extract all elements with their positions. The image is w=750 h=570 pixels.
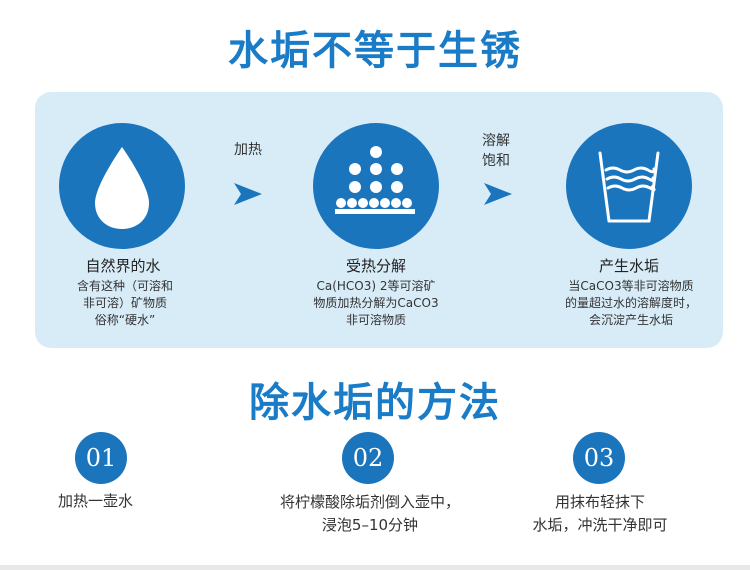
method-number-badge: 03 <box>573 432 625 484</box>
method-number-badge: 02 <box>342 432 394 484</box>
step-description-line: Ca(HCO3) 2等可溶矿 <box>316 279 436 293</box>
step-description-line: 当CaCO3等非可溶物质 <box>568 279 694 293</box>
method-text-line: 用抹布轻抹下 <box>554 493 645 511</box>
step-description-line: 会沉淀产生水垢 <box>588 313 673 327</box>
step-description-line: 非可溶）矿物质 <box>82 296 167 310</box>
step-description: Ca(HCO3) 2等可溶矿 物质加热分解为CaCO3 非可溶物质 <box>306 278 446 329</box>
step-title: 自然界的水 <box>85 257 161 275</box>
method-text-line: 加热一壶水 <box>58 492 134 510</box>
arrow-right-icon <box>484 183 512 205</box>
bottom-divider <box>0 565 750 570</box>
water-drop-circle <box>59 123 185 249</box>
method-text-line: 水垢，冲洗干净即可 <box>532 516 668 534</box>
glass-circle <box>566 123 692 249</box>
step-description-line: 的量超过水的溶解度时， <box>564 296 697 310</box>
glass-water-icon <box>598 151 660 223</box>
step-description-line: 物质加热分解为CaCO3 <box>313 296 439 310</box>
method-text-line: 浸泡5–10分钟 <box>321 516 419 534</box>
arrow-heat-label: 加热 <box>234 142 262 158</box>
method-number-badge: 01 <box>75 432 127 484</box>
method-text: 将柠檬酸除垢剂倒入壶中， 浸泡5–10分钟 <box>250 491 490 537</box>
arrow-dissolve-label: 溶解 饱和 <box>474 131 518 171</box>
section-title: 除水垢的方法 <box>249 380 501 426</box>
method-text-line: 将柠檬酸除垢剂倒入壶中， <box>279 493 460 511</box>
dots-heat-icon <box>335 146 415 214</box>
step-title: 产生水垢 <box>598 257 659 275</box>
method-text: 用抹布轻抹下 水垢，冲洗干净即可 <box>520 491 680 537</box>
method-text: 加热一壶水 <box>58 490 146 513</box>
arrow-dissolve-label-line1: 溶解 <box>482 133 510 149</box>
step-description: 当CaCO3等非可溶物质 的量超过水的溶解度时， 会沉淀产生水垢 <box>556 278 706 329</box>
arrow-right-icon <box>234 183 262 205</box>
dots-circle <box>313 123 439 249</box>
step-title: 受热分解 <box>345 257 406 275</box>
step-description-line: 非可溶物质 <box>345 313 406 327</box>
step-description-line: 含有这种（可溶和 <box>76 279 173 293</box>
page-title: 水垢不等于生锈 <box>228 28 522 74</box>
step-description-line: 俗称“硬水” <box>94 313 156 327</box>
step-description: 含有这种（可溶和 非可溶）矿物质 俗称“硬水” <box>62 278 188 329</box>
arrow-dissolve-label-line2: 饱和 <box>482 153 510 169</box>
water-drop-icon <box>95 147 149 229</box>
